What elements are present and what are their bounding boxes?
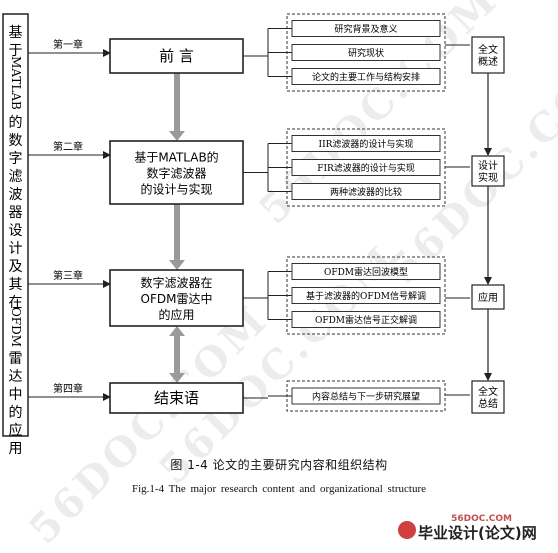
- section-label: FIR滤波器的设计与实现: [317, 162, 415, 174]
- chapter-label: 第四章: [53, 382, 83, 395]
- section-label: OFDM雷达信号正交解调: [315, 314, 417, 326]
- left-title-text: 基于的数字滤波器设计及其在雷达中的应用: [9, 24, 23, 457]
- chapter-title: 的应用: [158, 307, 194, 322]
- chapter-title: 基于MATLAB的: [134, 150, 218, 165]
- flow-arrow-shaft: [174, 73, 180, 132]
- chapter-title: 数字滤波器在: [140, 275, 212, 290]
- flow-arrow-head: [169, 326, 185, 336]
- flow-arrow-shaft: [174, 335, 180, 374]
- footer-site: 56DOC.COM: [451, 514, 512, 524]
- summary-label: 概述: [478, 55, 498, 68]
- section-label: 研究现状: [348, 47, 384, 59]
- section-label: 基于滤波器的OFDM信号解调: [306, 290, 426, 302]
- chapter-4: 结束语 内容总结与下一步研究展望: [109, 380, 470, 414]
- chapter-box: [109, 38, 244, 74]
- summary-label: 全文: [478, 43, 498, 56]
- section-label: OFDM雷达回波模型: [324, 266, 408, 278]
- left-title-box: 基于的数字滤波器设计及其在雷达中的应用 MATLAB OFDM: [2, 13, 29, 457]
- flow-arrow-head: [169, 373, 185, 383]
- section-box: [291, 68, 441, 85]
- chapter-title: 前 言: [159, 47, 194, 65]
- summary-label: 实现: [478, 171, 498, 184]
- flow-arrow: [169, 326, 185, 383]
- section-label: 内容总结与下一步研究展望: [312, 391, 420, 403]
- chapter-title: 数字滤波器: [146, 166, 206, 181]
- section-box: [291, 263, 441, 280]
- summary-label: 应用: [478, 291, 498, 304]
- summary-label: 全文: [478, 385, 498, 398]
- flow-arrow: [169, 73, 185, 141]
- section-label: 论文的主要工作与结构安排: [312, 71, 420, 83]
- caption-chinese: 图 1-4 论文的主要研究内容和组织结构: [170, 458, 388, 472]
- summary-box: [471, 380, 505, 414]
- chapter-title: 结束语: [154, 389, 199, 407]
- chapter-label: 第三章: [53, 269, 83, 282]
- summary-label: 总结: [478, 397, 498, 410]
- chapter-label: 第二章: [53, 140, 83, 153]
- flow-arrow-head: [169, 131, 185, 141]
- section-box: [291, 387, 441, 405]
- chapter-title: OFDM雷达中: [141, 291, 213, 306]
- section-label: 研究背景及意义: [334, 23, 397, 35]
- flow-arrow: [169, 204, 185, 270]
- left-title-word: MATLAB: [9, 56, 23, 110]
- chapters: 前 言研究背景及意义研究现状论文的主要工作与结构安排第一章基于MATLAB的数字…: [53, 13, 470, 414]
- left-title-word: OFDM: [9, 307, 23, 347]
- section-box: [291, 311, 441, 328]
- chapter-connectors: [28, 49, 111, 401]
- section-box: [291, 44, 441, 61]
- chapter-title: 的设计与实现: [140, 182, 212, 197]
- chapter-box: [109, 140, 244, 205]
- site-logo-icon: [398, 521, 416, 539]
- chapter-label: 第一章: [53, 38, 83, 51]
- section-box: [291, 159, 441, 176]
- section-box: [291, 20, 441, 37]
- section-label: 两种滤波器的比较: [330, 186, 402, 198]
- summary-box: [471, 36, 505, 74]
- summary-label: 设计: [478, 159, 498, 172]
- section-box: [291, 183, 441, 200]
- section-label: IIR滤波器的设计与实现: [319, 138, 414, 150]
- flow-arrow-head: [169, 260, 185, 270]
- section-box: [291, 135, 441, 152]
- flow-arrow-shaft: [174, 204, 180, 261]
- section-box: [291, 287, 441, 304]
- footer-brand: 毕业设计(论文)网: [418, 524, 537, 542]
- flow-arrows: [169, 73, 185, 383]
- caption-english: Fig.1-4 The major research content and o…: [132, 483, 426, 495]
